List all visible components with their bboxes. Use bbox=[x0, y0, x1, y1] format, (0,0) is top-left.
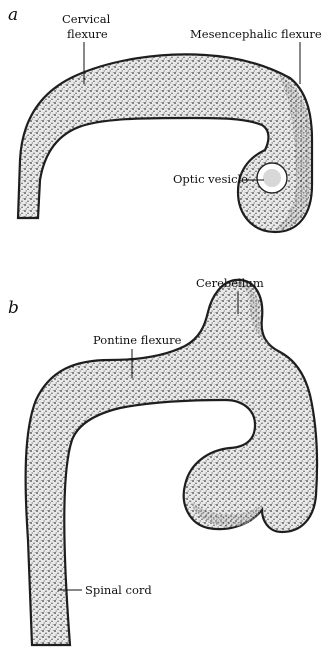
optic-vesicle bbox=[257, 163, 287, 193]
panel-b-letter: b bbox=[8, 298, 19, 318]
label-pontine: Pontine flexure bbox=[93, 333, 182, 347]
panel-a-neural-tube bbox=[18, 54, 312, 232]
label-optic-vesicle: Optic vesicle bbox=[173, 172, 248, 186]
label-cervical-line1: Cervical bbox=[62, 12, 111, 26]
label-cervical-line2: flexure bbox=[67, 27, 108, 41]
panel-b: b Cerebellum Pontine flexure Spinal cord bbox=[8, 276, 317, 645]
label-spinal-cord: Spinal cord bbox=[85, 583, 152, 597]
label-mesencephalic: Mesencephalic flexure bbox=[190, 27, 322, 41]
panel-a-letter: a bbox=[8, 5, 18, 25]
label-cerebellum: Cerebellum bbox=[196, 276, 264, 290]
panel-a: a Cervical flexure Mesencephalic flexure… bbox=[8, 5, 322, 232]
